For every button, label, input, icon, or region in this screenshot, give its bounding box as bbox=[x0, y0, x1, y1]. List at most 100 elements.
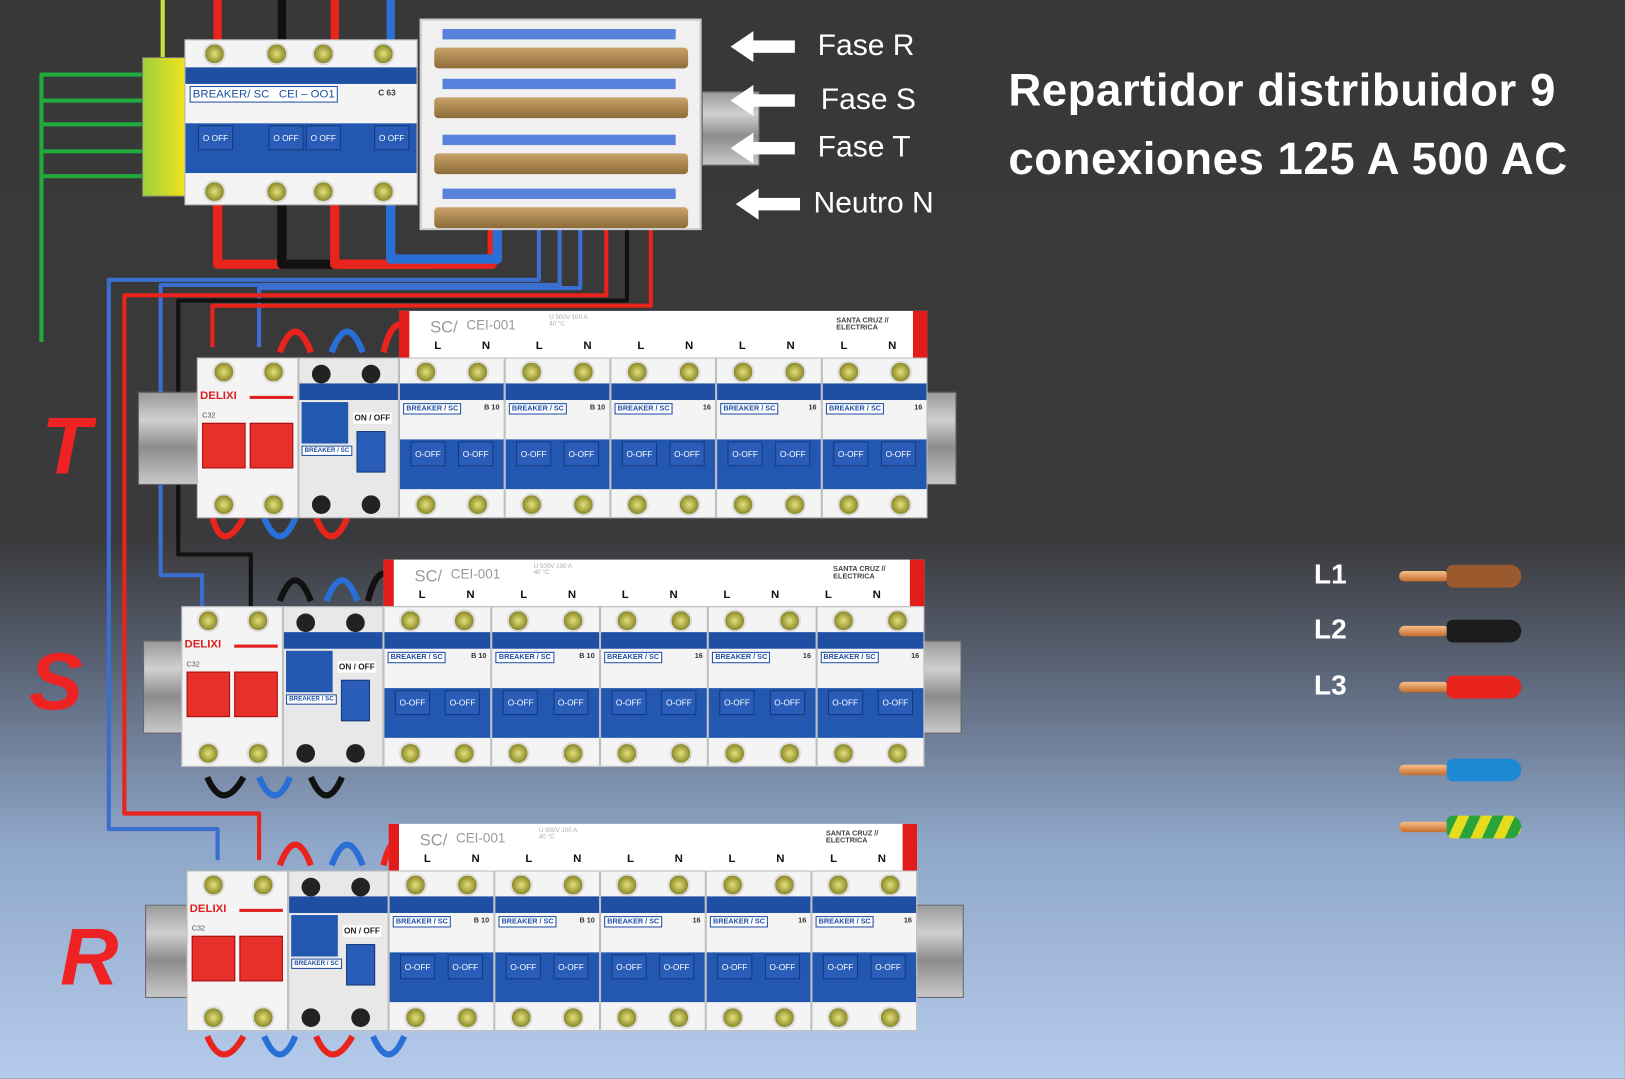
label-L: L bbox=[423, 852, 431, 866]
screw bbox=[455, 1006, 479, 1030]
breaker-toggle[interactable]: O-OFF bbox=[447, 954, 483, 980]
copper-core bbox=[1399, 625, 1449, 637]
main-breaker-4p: BREAKER/ SC CEI – OO1 C 63 O OFF O OFF O… bbox=[184, 39, 418, 206]
arrow-left-icon bbox=[730, 31, 795, 63]
screw bbox=[677, 493, 701, 517]
main-breaker-brand: DELIXI bbox=[200, 389, 237, 403]
main-breaker-toggle[interactable]: O OFF bbox=[197, 125, 234, 151]
breaker-toggle[interactable]: O-OFF bbox=[621, 441, 658, 467]
breaker-toggle[interactable]: O-OFF bbox=[553, 954, 589, 980]
diff-toggle[interactable] bbox=[356, 431, 386, 473]
screw bbox=[466, 493, 490, 517]
breaker-toggle[interactable]: O-OFF bbox=[458, 441, 494, 467]
decor bbox=[492, 632, 599, 649]
screw bbox=[196, 609, 220, 633]
strip-specs: U 500V 100 A 40 °C bbox=[549, 315, 588, 328]
main-breaker-toggle-icon[interactable] bbox=[239, 935, 283, 982]
decor bbox=[384, 632, 491, 649]
screw bbox=[455, 873, 479, 897]
breaker-brand: BREAKER / SC bbox=[495, 651, 554, 664]
screw bbox=[731, 360, 755, 384]
strip-maker: SANTA CRUZ // ELECTRICA bbox=[836, 317, 889, 332]
breaker-brand: BREAKER / SC bbox=[403, 403, 462, 415]
breaker-toggle[interactable]: O-OFF bbox=[877, 690, 913, 716]
label-N: N bbox=[776, 852, 785, 866]
breaker-toggle[interactable]: O-OFF bbox=[661, 690, 697, 716]
cable-insulation bbox=[1446, 564, 1522, 588]
screw bbox=[615, 609, 639, 633]
diff-onoff-label: ON / OFF bbox=[337, 661, 376, 673]
breaker-toggle[interactable]: O-OFF bbox=[505, 954, 541, 980]
breaker-toggle[interactable]: O-OFF bbox=[833, 441, 869, 467]
diff-toggle[interactable] bbox=[346, 944, 376, 986]
breaker-brand: BREAKER / SC bbox=[825, 403, 885, 415]
screw bbox=[773, 1006, 796, 1030]
diff-label: BREAKER / SC bbox=[291, 958, 342, 969]
screw bbox=[262, 493, 285, 517]
breaker-toggle[interactable]: O-OFF bbox=[727, 441, 763, 467]
breaker-toggle[interactable]: O-OFF bbox=[553, 690, 589, 716]
decor bbox=[611, 383, 716, 401]
main-breaker-toggle-icon[interactable] bbox=[202, 422, 246, 469]
breaker-toggle[interactable]: O-OFF bbox=[719, 690, 755, 716]
breaker-toggle[interactable]: O-OFF bbox=[410, 441, 446, 467]
decor bbox=[400, 383, 504, 401]
breaker-toggle[interactable]: O-OFF bbox=[611, 690, 647, 716]
breaker-toggle[interactable]: O-OFF bbox=[822, 954, 859, 980]
busbar bbox=[442, 188, 676, 199]
breaker-toggle[interactable]: O-OFF bbox=[516, 441, 552, 467]
breaker-toggle[interactable]: O-OFF bbox=[669, 441, 705, 467]
earth-wires bbox=[39, 72, 156, 342]
breaker-toggle[interactable]: O-OFF bbox=[444, 690, 481, 716]
breaker-toggle[interactable]: O-OFF bbox=[400, 954, 436, 980]
label-L: L bbox=[824, 588, 832, 602]
cable-label: L3 bbox=[1314, 669, 1347, 701]
breaker-toggle[interactable]: O-OFF bbox=[880, 441, 917, 467]
breaker-toggle[interactable]: O-OFF bbox=[563, 441, 599, 467]
breaker-brand: BREAKER / SC bbox=[498, 916, 557, 928]
main-breaker-toggle[interactable]: O OFF bbox=[305, 125, 341, 151]
label-N: N bbox=[481, 339, 491, 353]
main-breaker-toggle-icon[interactable] bbox=[234, 671, 278, 718]
main-breaker-toggle-icon[interactable] bbox=[249, 422, 294, 469]
breaker-toggle[interactable]: O-OFF bbox=[775, 441, 811, 467]
breaker-toggle[interactable]: O-OFF bbox=[503, 690, 539, 716]
strip-code: CEI-001 bbox=[466, 317, 516, 333]
breaker-brand: BREAKER / SC bbox=[387, 651, 446, 664]
breaker-toggle[interactable]: O-OFF bbox=[870, 954, 906, 980]
screw bbox=[404, 1006, 427, 1030]
breaker-toggle[interactable]: O-OFF bbox=[769, 690, 805, 716]
cable-insulation bbox=[1446, 815, 1522, 839]
decor bbox=[286, 650, 333, 693]
screw bbox=[572, 360, 595, 384]
main-breaker-toggle-icon[interactable] bbox=[191, 935, 236, 982]
breaker-toggle[interactable]: O-OFF bbox=[611, 954, 647, 980]
decor bbox=[505, 383, 610, 401]
screw bbox=[414, 493, 438, 517]
decor bbox=[812, 896, 917, 913]
main-breaker-toggle[interactable]: O OFF bbox=[268, 125, 304, 151]
breaker-toggle[interactable]: O-OFF bbox=[764, 954, 801, 980]
breaker-toggle[interactable]: O-OFF bbox=[827, 690, 863, 716]
screw bbox=[507, 741, 530, 765]
main-breaker-toggle[interactable]: O OFF bbox=[374, 125, 410, 151]
breaker-toggle[interactable]: O-OFF bbox=[717, 954, 753, 980]
main-breaker-toggle-icon[interactable] bbox=[186, 671, 231, 718]
distributor-label: Fase S bbox=[820, 82, 916, 117]
terminal-hole bbox=[311, 495, 331, 515]
diff-toggle[interactable] bbox=[340, 679, 370, 722]
decor bbox=[291, 915, 338, 957]
screw bbox=[723, 609, 747, 633]
breaker-toggle[interactable]: O-OFF bbox=[394, 690, 431, 716]
breaker-toggle[interactable]: O-OFF bbox=[659, 954, 695, 980]
decor bbox=[706, 896, 811, 913]
screw bbox=[251, 1006, 275, 1030]
page-title: Repartidor distribuidor 9 conexiones 125… bbox=[1008, 57, 1567, 194]
label-N: N bbox=[573, 852, 582, 866]
